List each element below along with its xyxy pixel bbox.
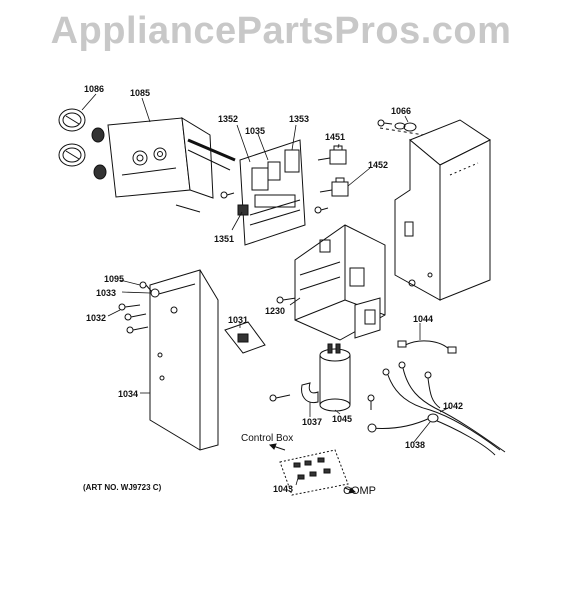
part-label-1032: 1032 (86, 313, 107, 323)
part-label-1037: 1037 (302, 417, 323, 427)
relay-board (237, 139, 306, 246)
part-label-1451: 1451 (325, 132, 346, 142)
relay-1452 (319, 177, 349, 197)
wire-1044 (397, 340, 457, 354)
part-label-1086: 1086 (84, 84, 105, 94)
capacitor-strap (301, 382, 319, 404)
bracket-1031 (224, 321, 266, 354)
knob-upper (58, 108, 105, 143)
part-label-1033: 1033 (96, 288, 117, 298)
washer-1066 (379, 122, 456, 141)
part-label-1031: 1031 (228, 315, 249, 325)
part-label-1066: 1066 (391, 106, 412, 116)
knob-lower (58, 143, 107, 180)
watermark-text: AppliancePartsPros.com (50, 10, 512, 52)
nut-1033 (150, 288, 160, 298)
capacitor (319, 343, 351, 412)
part-label-1045: 1045 (332, 414, 353, 424)
part-label-1035: 1035 (245, 126, 266, 136)
part-label-1044: 1044 (413, 314, 434, 324)
part-label-1351: 1351 (214, 234, 235, 244)
part-label-1452: 1452 (368, 160, 389, 170)
part-label-1038: 1038 (405, 440, 426, 450)
art-number: (ART NO. WJ9723 C) (83, 483, 162, 492)
cover-panel (149, 269, 219, 451)
control-box-frame (294, 224, 386, 341)
part-label-1353: 1353 (289, 114, 310, 124)
part-label-1352: 1352 (218, 114, 239, 124)
leader-lines (81, 93, 451, 486)
part-label-1043: 1043 (273, 484, 294, 494)
comp-caption: COMP (343, 485, 376, 497)
wire-harness (367, 361, 506, 456)
control-panel-bracket (107, 117, 236, 213)
wiring-label-card (268, 443, 357, 496)
part-label-1042: 1042 (443, 401, 464, 411)
control-box-caption: Control Box (241, 433, 294, 444)
part-label-1085: 1085 (130, 88, 151, 98)
rear-housing (394, 119, 491, 301)
part-label-1034: 1034 (118, 389, 139, 399)
part-label-1095: 1095 (104, 274, 125, 284)
relay-1451 (317, 145, 347, 165)
part-label-1230: 1230 (265, 306, 286, 316)
screws (118, 119, 393, 410)
